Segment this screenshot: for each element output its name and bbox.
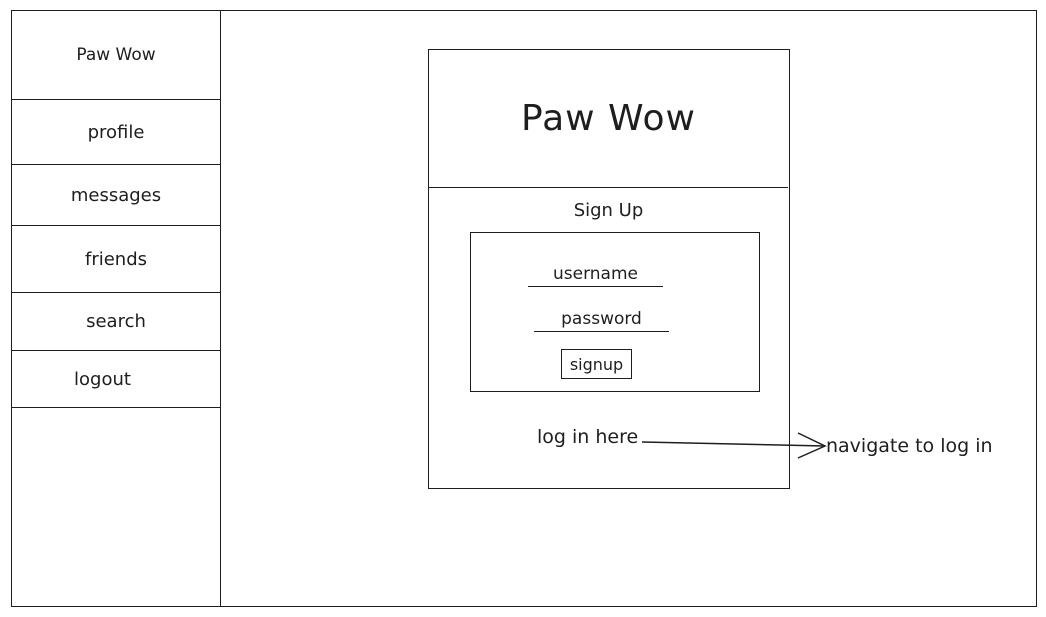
- signup-card: Paw Wow Sign Up signup: [428, 49, 790, 489]
- card-title: Paw Wow: [429, 50, 788, 188]
- login-link[interactable]: log in here: [537, 426, 639, 448]
- card-subtitle: Sign Up: [573, 200, 644, 221]
- navigation-annotation: navigate to log in: [826, 435, 993, 457]
- sidebar: Paw Wow profile messages friends search …: [11, 10, 221, 607]
- sidebar-item-friends[interactable]: friends: [12, 226, 220, 293]
- sidebar-item-messages[interactable]: messages: [12, 165, 220, 226]
- sidebar-item-logout[interactable]: logout: [12, 351, 220, 408]
- sidebar-item-search[interactable]: search: [12, 293, 220, 351]
- username-input[interactable]: [528, 263, 663, 287]
- signup-form: signup: [470, 232, 760, 392]
- arrow-right-icon: [641, 432, 827, 459]
- password-input[interactable]: [534, 308, 669, 332]
- sidebar-item-profile[interactable]: profile: [12, 100, 220, 165]
- sidebar-brand: Paw Wow: [12, 11, 220, 100]
- signup-button[interactable]: signup: [561, 349, 632, 379]
